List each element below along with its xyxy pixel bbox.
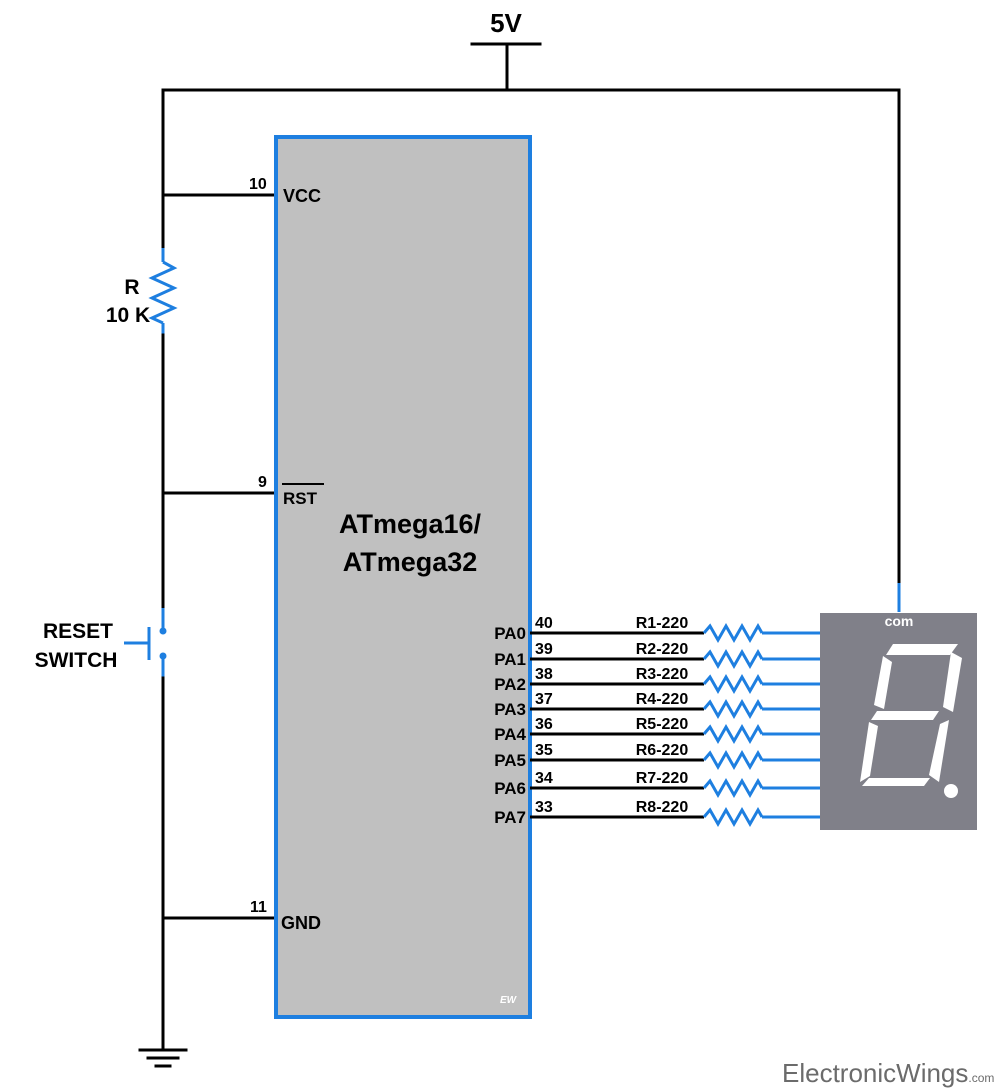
resistor-icon — [702, 777, 764, 799]
seven-segment-display: com — [820, 613, 977, 830]
vcc-pin-label: VCC — [283, 186, 321, 206]
resistor-icon — [702, 723, 764, 745]
port-label: PA7 — [494, 808, 526, 827]
mcu-chip: ATmega16/ ATmega32 EW 10 VCC 9 RST 11 GN… — [249, 135, 532, 1019]
resistor-icon — [702, 648, 764, 670]
port-label: PA4 — [494, 725, 526, 744]
mcu-name-line1: ATmega16/ — [339, 509, 482, 539]
resistor-label: R6-220 — [636, 742, 689, 759]
resistor-label: R7-220 — [636, 770, 689, 787]
gnd-pin-number: 11 — [250, 899, 267, 916]
brand-logo: ElectronicWings.com — [782, 1058, 994, 1088]
resistor-label: R3-220 — [636, 666, 689, 683]
pin-number: 39 — [535, 641, 553, 658]
mcu-watermark: EW — [500, 995, 518, 1006]
pin-number: 37 — [535, 691, 553, 708]
seven-segment-digit-icon — [860, 644, 962, 798]
resistor-label: R4-220 — [636, 691, 689, 708]
pin-number: 40 — [535, 615, 553, 632]
pin-number: 34 — [535, 770, 553, 787]
resistor-icon — [702, 806, 764, 828]
port-label: PA6 — [494, 779, 526, 798]
reset-switch: RESET SWITCH — [35, 620, 167, 672]
supply-label: 5V — [490, 8, 522, 38]
reset-switch-label-2: SWITCH — [35, 649, 118, 672]
display-common-label: com — [885, 613, 914, 629]
resistor-icon — [702, 673, 764, 695]
gnd-pin-label: GND — [281, 913, 321, 933]
pullup-resistor-name: R — [124, 276, 139, 299]
pin-number: 38 — [535, 666, 553, 683]
resistor-label: R5-220 — [636, 716, 689, 733]
port-label: PA3 — [494, 700, 526, 719]
pullup-resistor-value: 10 K — [106, 304, 150, 327]
port-label: PA0 — [494, 624, 526, 643]
resistor-label: R1-220 — [636, 615, 689, 632]
resistor-icon — [702, 622, 764, 644]
ground-icon — [138, 1048, 188, 1068]
pin-number: 33 — [535, 799, 553, 816]
resistor-label: R2-220 — [636, 641, 689, 658]
resistor-icon — [702, 698, 764, 720]
port-label: PA1 — [494, 650, 526, 669]
supply-terminal: 5V — [470, 8, 542, 92]
pin-number: 36 — [535, 716, 553, 733]
mcu-name-line2: ATmega32 — [343, 547, 478, 577]
reset-switch-label-1: RESET — [43, 620, 113, 643]
port-label: PA5 — [494, 751, 526, 770]
power-rail — [161, 88, 901, 612]
resistor-label: R8-220 — [636, 799, 689, 816]
vcc-pin-number: 10 — [249, 176, 267, 193]
rst-pin-number: 9 — [258, 474, 267, 491]
rst-pin-label: RST — [283, 489, 318, 508]
pin-number: 35 — [535, 742, 553, 759]
resistor-icon — [702, 749, 764, 771]
left-rail — [148, 88, 178, 1050]
port-label: PA2 — [494, 675, 526, 694]
port-rows: PA040R1-220aPA139R2-220bPA238R3-220cPA33… — [494, 615, 843, 828]
